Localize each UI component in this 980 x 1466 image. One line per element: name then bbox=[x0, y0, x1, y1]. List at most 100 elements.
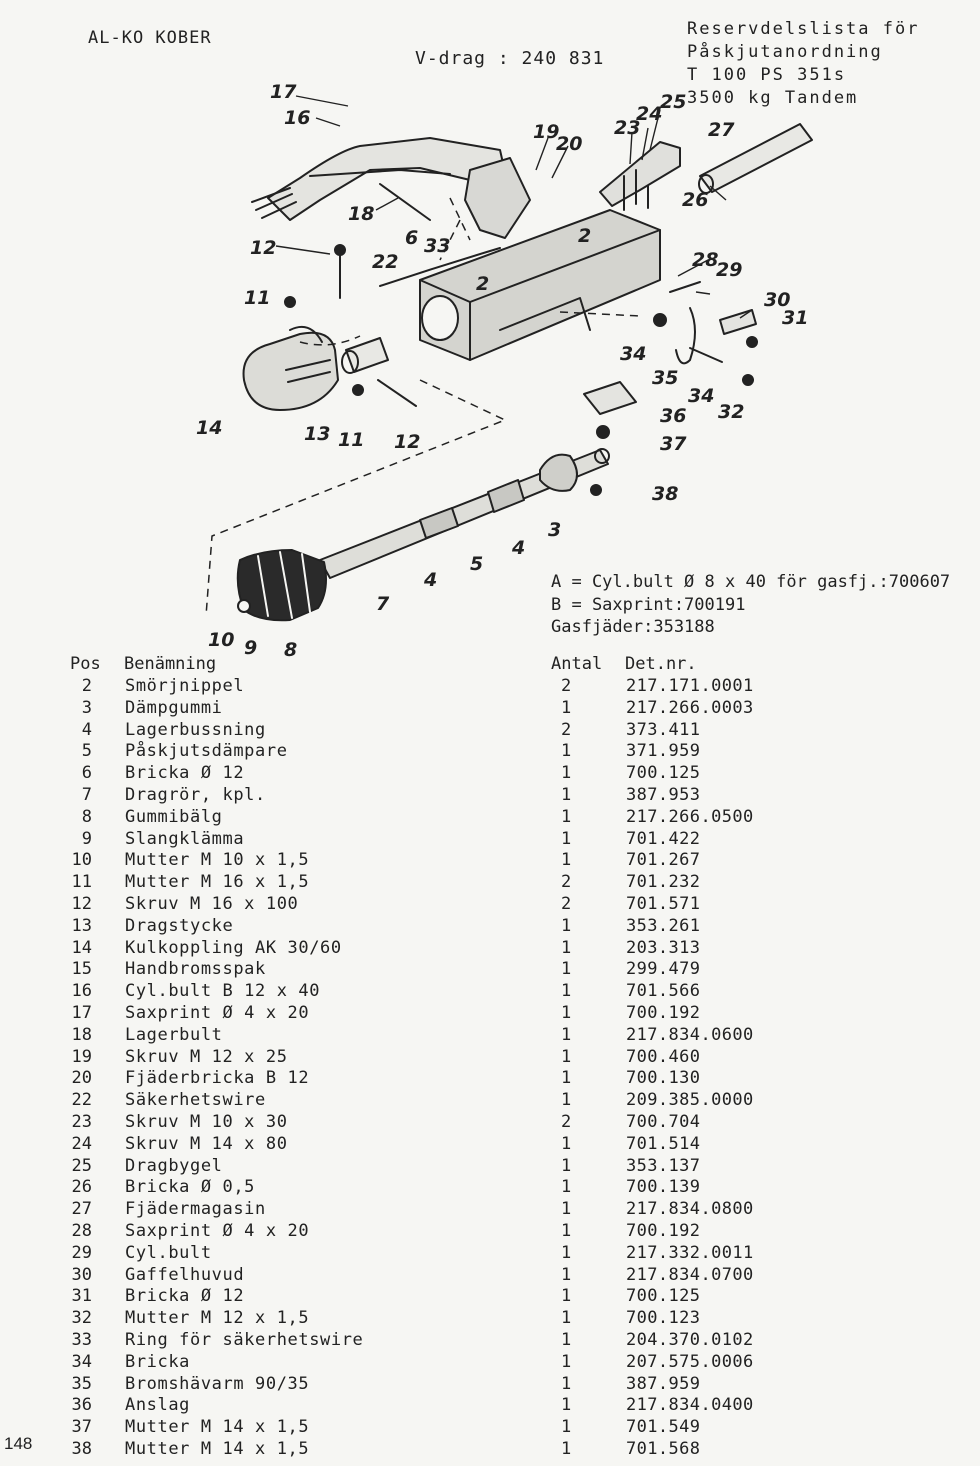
cell-name: Cyl.bult bbox=[125, 1242, 212, 1263]
cell-qty: 1 bbox=[561, 1395, 572, 1416]
svg-text:9: 9 bbox=[244, 637, 257, 659]
cell-name: Saxprint Ø 4 x 20 bbox=[125, 1220, 310, 1241]
cell-det: 217.266.0003 bbox=[626, 697, 754, 718]
cell-name: Gummibälg bbox=[125, 806, 223, 827]
cell-qty: 1 bbox=[561, 697, 572, 718]
cell-pos: 32 bbox=[71, 1308, 92, 1329]
cell-pos: 2 bbox=[81, 676, 92, 696]
cell-det: 217.266.0500 bbox=[626, 806, 754, 827]
cell-det: 353.261 bbox=[626, 915, 701, 936]
cell-qty: 1 bbox=[561, 1024, 572, 1045]
cell-name: Bricka Ø 12 bbox=[125, 763, 245, 784]
cell-name: Dragstycke bbox=[125, 915, 234, 936]
page-number: 148 bbox=[4, 1434, 33, 1453]
cell-qty: 1 bbox=[561, 959, 572, 980]
cell-qty: 1 bbox=[561, 1090, 572, 1111]
cell-det: 700.192 bbox=[626, 1220, 701, 1241]
hand-brake-lever-illustration bbox=[251, 137, 506, 221]
cell-pos: 9 bbox=[81, 828, 92, 849]
cell-name: Skruv M 12 x 25 bbox=[125, 1046, 288, 1067]
ball-coupling-illustration bbox=[242, 326, 339, 411]
cell-det: 204.370.0102 bbox=[626, 1329, 754, 1350]
cell-pos: 13 bbox=[71, 915, 92, 936]
svg-text:12: 12 bbox=[250, 237, 276, 259]
cell-det: 700.139 bbox=[626, 1177, 701, 1198]
cell-det: 217.171.0001 bbox=[626, 676, 754, 696]
cell-qty: 1 bbox=[561, 1329, 572, 1350]
callout-labels: 17 16 19 20 23 24 25 27 18 6 33 2 26 12 … bbox=[196, 81, 808, 660]
cell-pos: 24 bbox=[71, 1133, 92, 1154]
cell-name: Dragrör, kpl. bbox=[125, 784, 266, 805]
svg-text:35: 35 bbox=[652, 367, 678, 389]
svg-text:34: 34 bbox=[620, 343, 646, 365]
cell-name: Påskjutsdämpare bbox=[125, 741, 288, 762]
cell-qty: 1 bbox=[561, 1133, 572, 1154]
cell-det: 217.834.0600 bbox=[626, 1024, 754, 1045]
cell-qty: 1 bbox=[561, 828, 572, 849]
cell-qty: 2 bbox=[561, 719, 572, 740]
cell-qty: 1 bbox=[561, 1199, 572, 1220]
cell-pos: 33 bbox=[71, 1329, 92, 1350]
cell-name: Mutter M 14 x 1,5 bbox=[125, 1417, 310, 1438]
cell-det: 700.130 bbox=[626, 1068, 701, 1089]
svg-text:2: 2 bbox=[578, 225, 591, 247]
cell-det: 353.137 bbox=[626, 1155, 701, 1176]
cell-pos: 5 bbox=[81, 741, 92, 762]
header-name: Benämning bbox=[124, 654, 217, 674]
svg-text:17: 17 bbox=[270, 81, 297, 103]
cell-qty: 1 bbox=[561, 741, 572, 762]
cell-name: Bricka bbox=[125, 1351, 191, 1372]
cell-pos: 17 bbox=[71, 1002, 92, 1023]
svg-text:16: 16 bbox=[284, 107, 310, 129]
cell-pos: 18 bbox=[71, 1024, 92, 1045]
svg-text:23: 23 bbox=[614, 117, 640, 139]
svg-text:6: 6 bbox=[405, 227, 418, 249]
cell-name: Fjädermagasin bbox=[125, 1199, 266, 1220]
svg-text:10: 10 bbox=[208, 629, 234, 651]
cell-pos: 28 bbox=[71, 1220, 92, 1241]
cell-qty: 2 bbox=[561, 676, 572, 696]
title-line: Reservdelslista för bbox=[687, 19, 920, 39]
notes-block: A = Cyl.bult Ø 8 x 40 för gasfj.:700607 … bbox=[551, 571, 950, 639]
cell-pos: 4 bbox=[81, 719, 92, 740]
cell-qty: 1 bbox=[561, 850, 572, 871]
cell-name: Fjäderbricka B 12 bbox=[125, 1068, 310, 1089]
svg-text:4: 4 bbox=[423, 569, 437, 591]
cell-pos: 26 bbox=[71, 1177, 92, 1198]
cell-name: Lagerbult bbox=[125, 1024, 223, 1045]
cell-det: 700.125 bbox=[626, 1286, 701, 1307]
cell-name: Anslag bbox=[125, 1395, 191, 1416]
cell-qty: 1 bbox=[561, 806, 572, 827]
svg-text:11: 11 bbox=[338, 429, 364, 451]
cell-qty: 1 bbox=[561, 981, 572, 1002]
table-header: Pos Benämning Antal Det.nr. bbox=[0, 654, 980, 676]
cell-qty: 1 bbox=[561, 1417, 572, 1438]
cell-qty: 1 bbox=[561, 1438, 572, 1459]
svg-text:38: 38 bbox=[652, 483, 678, 505]
cell-qty: 2 bbox=[561, 872, 572, 893]
cell-qty: 1 bbox=[561, 1242, 572, 1263]
svg-text:26: 26 bbox=[682, 189, 708, 211]
svg-text:12: 12 bbox=[394, 431, 420, 453]
cell-pos: 29 bbox=[71, 1242, 92, 1263]
cell-det: 701.267 bbox=[626, 850, 701, 871]
cell-pos: 34 bbox=[71, 1351, 92, 1372]
cell-det: 387.959 bbox=[626, 1373, 701, 1394]
